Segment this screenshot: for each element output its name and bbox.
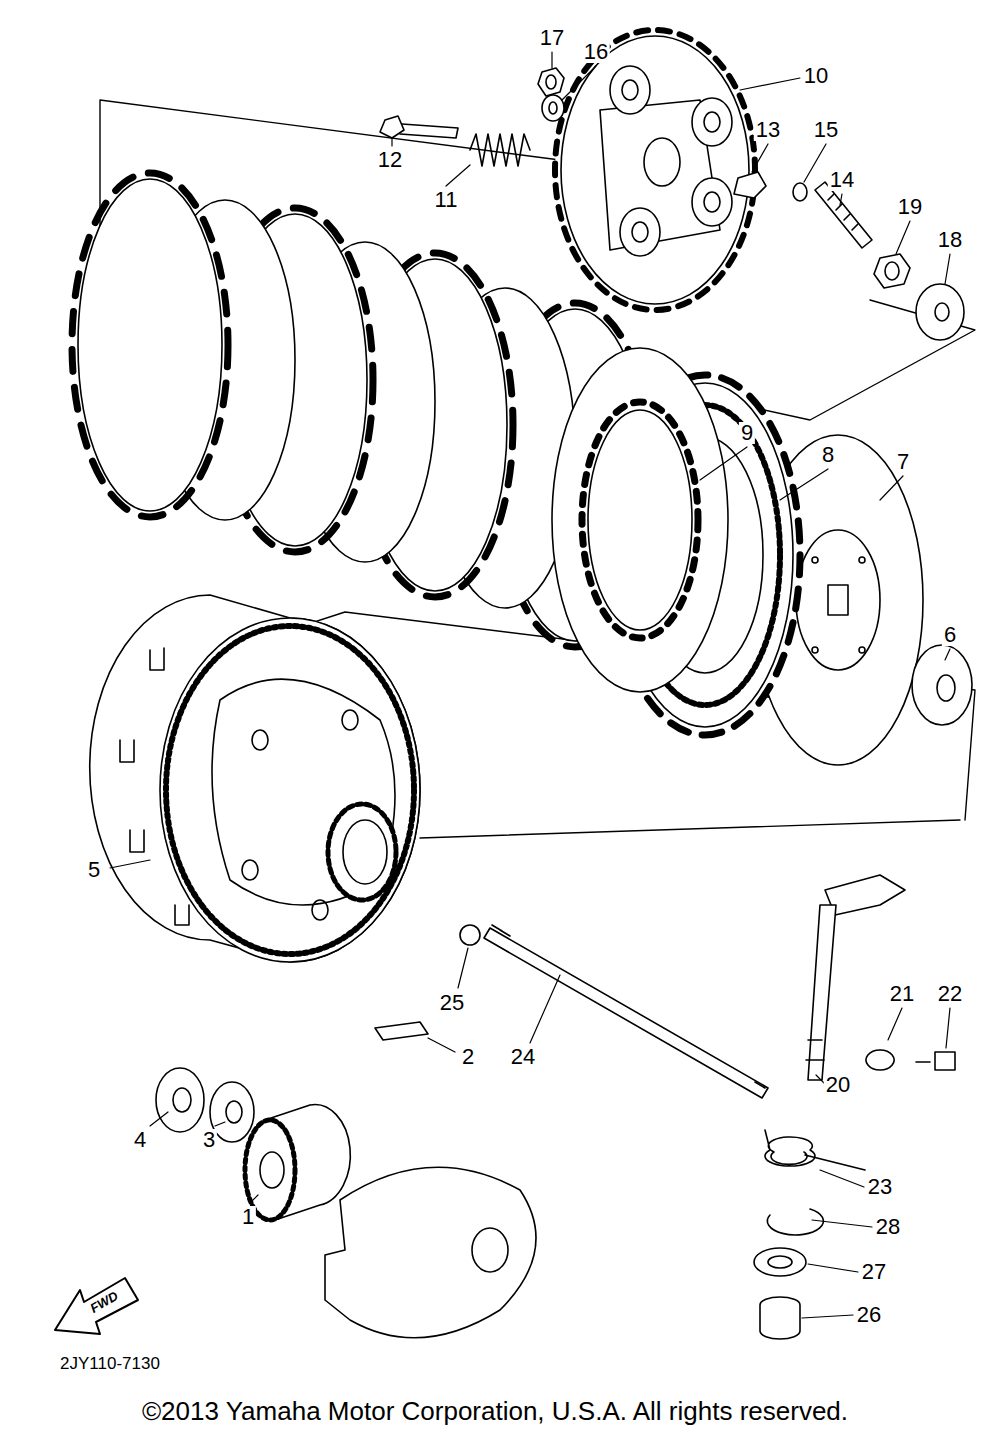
callout-number: 8 (820, 444, 836, 466)
callout-number: 13 (754, 119, 782, 141)
callout-number: 17 (538, 27, 566, 49)
callout-number: 2 (460, 1046, 476, 1068)
callout-number: 28 (874, 1216, 902, 1238)
primary-drive (156, 1068, 536, 1338)
clutch-plate (552, 348, 728, 692)
clutch-housing (90, 595, 420, 962)
callout-number: 15 (812, 119, 840, 141)
callout-number: 25 (438, 992, 466, 1014)
callout-number: 9 (739, 422, 755, 444)
callout-number: 11 (433, 189, 460, 211)
callout-number: 5 (86, 859, 102, 881)
drawing-code: 2JY110-7130 (58, 1355, 162, 1372)
pressure-plate (555, 30, 755, 310)
callout-number: 21 (888, 983, 916, 1005)
push-rod (375, 925, 768, 1098)
copyright-notice: ©2013 Yamaha Motor Corporation, U.S.A. A… (140, 1398, 850, 1424)
lock-washer (912, 645, 972, 725)
leader-lines (110, 52, 950, 1318)
callout-number: 7 (895, 451, 911, 473)
callout-number: 19 (896, 196, 924, 218)
callout-number: 27 (860, 1261, 888, 1283)
callout-number: 3 (201, 1129, 217, 1151)
callout-number: 1 (240, 1206, 256, 1228)
callout-number: 4 (132, 1129, 148, 1151)
callout-number: 23 (866, 1176, 894, 1198)
callout-number: 6 (942, 624, 958, 646)
forward-arrow (55, 1278, 138, 1334)
callout-number: 18 (936, 229, 964, 251)
callout-number: 20 (824, 1074, 852, 1096)
direction-label: FWD (86, 1288, 122, 1316)
callout-number: 14 (828, 169, 856, 191)
callout-number: 10 (802, 65, 830, 87)
callout-number: 12 (376, 149, 404, 171)
callout-number: 24 (509, 1046, 537, 1068)
small-parts (380, 68, 964, 340)
callout-number: 16 (582, 41, 610, 63)
callout-number: 26 (855, 1304, 883, 1326)
push-lever-shaft (754, 875, 955, 1339)
callout-number: 22 (936, 983, 964, 1005)
